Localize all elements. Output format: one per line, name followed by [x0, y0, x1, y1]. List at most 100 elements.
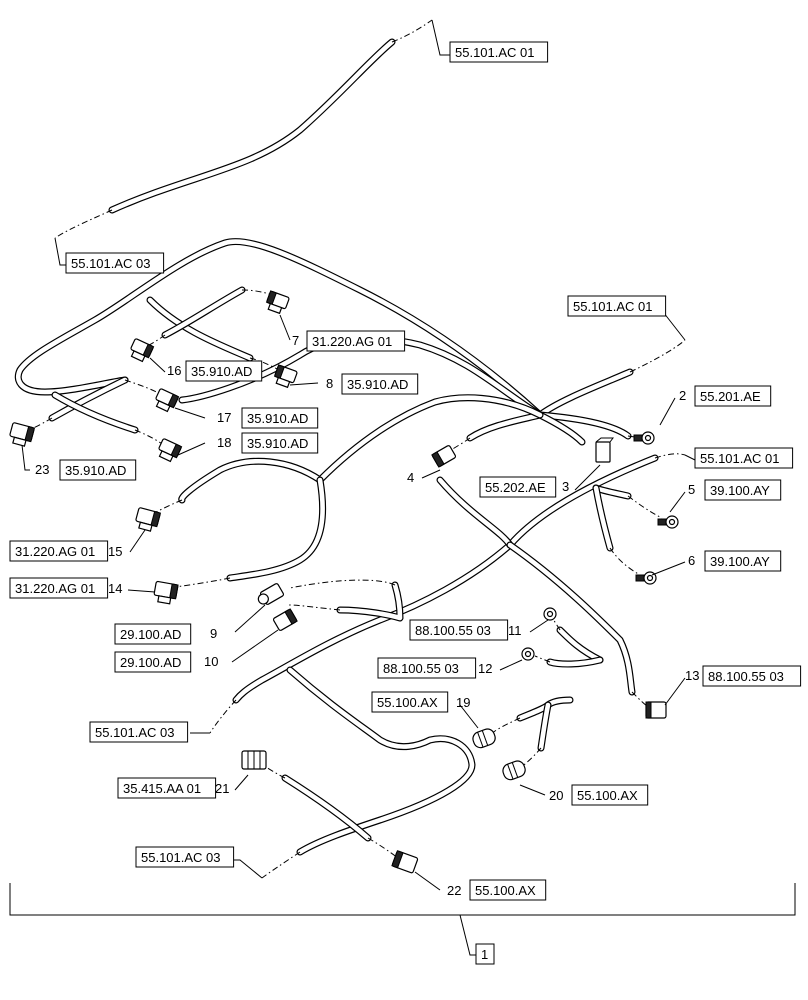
item-number: 13	[685, 668, 699, 683]
item-number: 17	[217, 410, 231, 425]
reference-code: 55.101.AC 03	[141, 850, 221, 865]
reference-box	[571, 784, 649, 806]
assembly-bracket	[9, 883, 796, 956]
reference-code: 55.202.AE	[485, 480, 546, 495]
wire-harness	[14, 38, 659, 856]
reference-code: 55.101.AC 01	[455, 45, 535, 60]
connector-18-icon	[158, 438, 183, 463]
callout-ref-22: 55.100.AX 22	[447, 879, 547, 901]
connector-10-icon	[272, 608, 298, 631]
reference-code: 55.201.AE	[700, 389, 761, 404]
callout-labels: 55.101.AC 01 55.101.AC 03 55.101.AC 01 31.2…	[9, 41, 802, 965]
item-number: 16	[167, 363, 181, 378]
reference-box	[114, 623, 192, 645]
item-number: 14	[108, 581, 122, 596]
reference-box	[409, 619, 509, 641]
item-number: 22	[447, 883, 461, 898]
item-number: 11	[508, 623, 522, 638]
connector-3-icon	[595, 437, 614, 463]
connector-4-icon	[431, 445, 457, 468]
reference-box	[59, 459, 137, 481]
reference-box	[704, 550, 782, 572]
ring-terminal-6-icon	[635, 571, 657, 585]
item-number: 10	[204, 654, 218, 669]
reference-code: 55.100.AX	[377, 695, 438, 710]
item-number: 19	[456, 695, 470, 710]
item-number: 18	[217, 435, 231, 450]
reference-code: 31.220.AG 01	[15, 581, 95, 596]
item-number: 15	[108, 544, 122, 559]
item-number: 6	[688, 553, 695, 568]
callout-ref-8: 35.910.AD 8	[326, 373, 419, 395]
callout-ref-bottom-3: 55.101.AC 03	[135, 846, 235, 868]
reference-code: 31.220.AG 01	[15, 544, 95, 559]
callout-ref-14: 31.220.AG 01 14	[9, 577, 122, 599]
item-number: 8	[326, 376, 333, 391]
reference-box	[135, 846, 235, 868]
assembly-number: 1	[481, 947, 488, 962]
reference-code: 55.101.AC 03	[71, 256, 151, 271]
reference-code: 55.100.AX	[475, 883, 536, 898]
reference-code: 29.100.AD	[120, 627, 181, 642]
reference-code: 29.100.AD	[120, 655, 181, 670]
connector-21-icon	[241, 750, 267, 770]
ring-terminal-2-icon	[633, 431, 655, 445]
reference-box	[567, 295, 667, 317]
connectors	[9, 290, 679, 874]
callout-ref-17: 35.910.AD 17	[217, 407, 319, 429]
reference-box	[89, 721, 189, 743]
item-number: 9	[210, 626, 217, 641]
reference-box	[65, 252, 165, 274]
reference-code: 35.910.AD	[347, 377, 408, 392]
item-number: 21	[215, 781, 229, 796]
reference-code: 35.910.AD	[65, 463, 126, 478]
reference-box	[449, 41, 549, 63]
reference-box	[241, 407, 319, 429]
reference-code: 55.100.AX	[577, 788, 638, 803]
connector-8-icon	[273, 364, 298, 389]
connector-9-icon	[257, 583, 285, 605]
callout-ref-5: 39.100.AY5	[688, 479, 782, 501]
reference-box	[306, 330, 406, 352]
reference-box	[371, 691, 449, 713]
item-number: 23	[35, 462, 49, 477]
reference-box	[241, 432, 319, 454]
connector-23-icon	[9, 422, 36, 447]
plug-19-icon	[472, 728, 496, 749]
item-number: 4	[407, 470, 414, 485]
assembly-number-box	[475, 943, 495, 965]
callout-ref-6: 39.100.AY6	[688, 550, 782, 572]
reference-code: 31.220.AG 01	[312, 334, 392, 349]
reference-code: 55.101.AC 01	[573, 299, 653, 314]
connector-16-icon	[130, 338, 155, 363]
plug-20-icon	[502, 760, 526, 781]
item-number: 7	[292, 333, 299, 348]
callout-ref-2: 55.201.AE2	[679, 385, 772, 407]
callout-ref-15: 31.220.AG 01 15	[9, 540, 122, 562]
ring-terminal-5-icon	[657, 515, 679, 529]
connector-22-icon	[391, 850, 419, 874]
ring-terminal-12-icon	[521, 647, 535, 661]
callout-ref-18: 35.910.AD 18	[217, 432, 319, 454]
callout-ref-23: 35.910.AD 23	[35, 459, 137, 481]
item-number: 12	[478, 661, 492, 676]
item-number: 5	[688, 482, 695, 497]
connector-7-icon	[265, 290, 290, 315]
reference-box	[341, 373, 419, 395]
callout-ref-lower-3: 55.101.AC 03	[89, 721, 189, 743]
reference-box	[9, 577, 109, 599]
ring-terminal-11-icon	[543, 607, 557, 621]
reference-code: 35.910.AD	[247, 411, 308, 426]
assembly-callout: 1	[475, 943, 495, 965]
callout-ref-right-1: 55.101.AC 01	[694, 447, 794, 469]
reference-box	[694, 447, 794, 469]
reference-box	[704, 479, 782, 501]
reference-code: 35.910.AD	[247, 436, 308, 451]
